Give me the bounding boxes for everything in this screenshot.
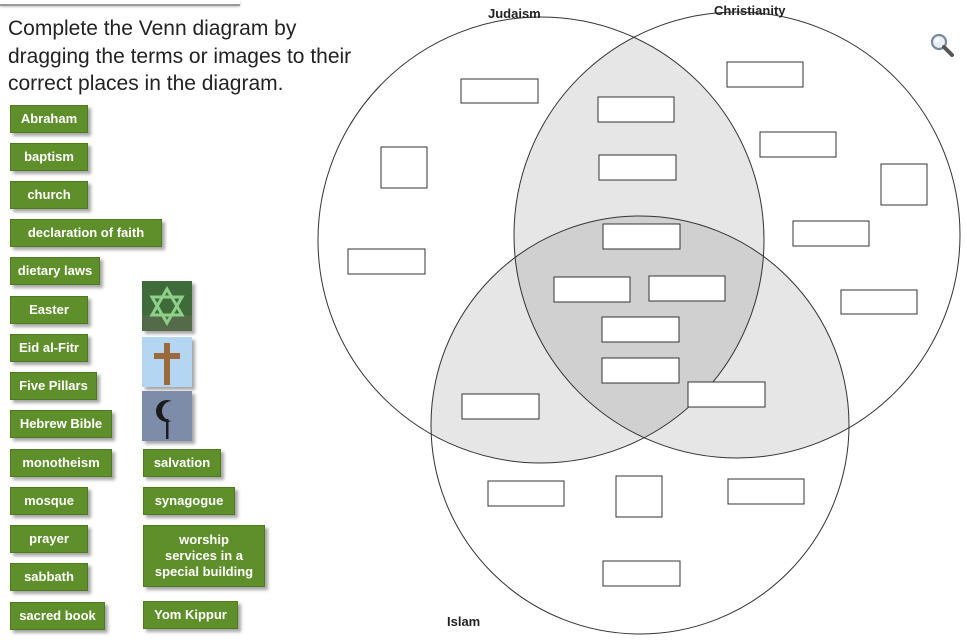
drop-target[interactable] [726, 61, 804, 88]
drop-target[interactable] [380, 146, 428, 189]
star-of-david-icon[interactable] [142, 281, 192, 331]
term-five-pillars[interactable]: Five Pillars [10, 372, 97, 400]
drop-target[interactable] [615, 475, 663, 518]
drop-target[interactable] [687, 381, 766, 408]
drop-target[interactable] [598, 154, 677, 181]
drop-target[interactable] [727, 478, 805, 505]
term-salvation[interactable]: salvation [143, 449, 221, 477]
term-dietary-laws[interactable]: dietary laws [10, 257, 100, 285]
top-divider [0, 0, 240, 6]
term-church[interactable]: church [10, 181, 88, 209]
term-mosque[interactable]: mosque [10, 487, 88, 515]
term-sacred-book[interactable]: sacred book [10, 602, 105, 630]
term-sabbath[interactable]: sabbath [10, 563, 88, 591]
drop-target[interactable] [347, 248, 426, 275]
islam-circle [430, 215, 850, 635]
drop-target[interactable] [460, 78, 539, 104]
drop-target[interactable] [648, 275, 726, 302]
christianity-label: Christianity [714, 3, 786, 18]
term-yom-kippur[interactable]: Yom Kippur [143, 601, 238, 629]
cross-icon[interactable] [142, 337, 192, 387]
drop-target[interactable] [597, 96, 675, 123]
term-eid-al-fitr[interactable]: Eid al-Fitr [10, 334, 88, 362]
term-declaration-of-faith[interactable]: declaration of faith [10, 219, 162, 247]
drop-target[interactable] [602, 560, 681, 587]
drop-target[interactable] [461, 393, 540, 420]
drop-target[interactable] [601, 357, 680, 384]
drop-target[interactable] [792, 220, 870, 247]
drop-target[interactable] [601, 316, 680, 343]
christianity-circle [513, 11, 961, 459]
drop-target[interactable] [553, 276, 631, 303]
term-synagogue[interactable]: synagogue [143, 487, 235, 515]
crescent-moon-icon[interactable] [142, 391, 192, 441]
term-easter[interactable]: Easter [10, 296, 88, 324]
drop-target[interactable] [840, 289, 918, 315]
term-abraham[interactable]: Abraham [10, 105, 88, 133]
drop-target[interactable] [880, 163, 928, 206]
term-hebrew-bible[interactable]: Hebrew Bible [10, 410, 112, 438]
term-prayer[interactable]: prayer [10, 525, 88, 553]
drop-target[interactable] [602, 223, 681, 250]
term-worship-services[interactable]: worship services in a special building [143, 525, 265, 587]
instructions-text: Complete the Venn diagram by dragging th… [8, 17, 352, 95]
term-monotheism[interactable]: monotheism [10, 449, 112, 477]
islam-label: Islam [447, 614, 481, 629]
overlap-all-three [514, 216, 764, 458]
drop-target[interactable] [487, 480, 565, 507]
magnifier-icon[interactable] [929, 32, 955, 58]
judaism-circle [317, 16, 765, 464]
judaism-label: Judaism [488, 6, 541, 21]
term-baptism[interactable]: baptism [10, 143, 88, 171]
drop-target[interactable] [759, 131, 837, 158]
